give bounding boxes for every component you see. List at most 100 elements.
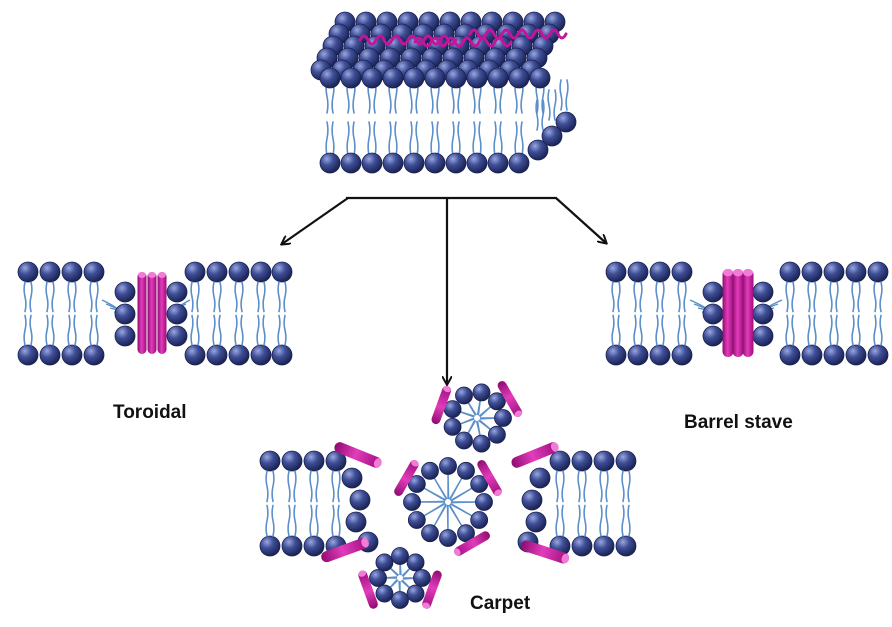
lipid-head	[61, 344, 83, 366]
lipid-tail	[95, 281, 99, 313]
lipid-tail	[561, 470, 565, 503]
lipid-tail	[51, 314, 55, 346]
lipid-head	[867, 261, 889, 283]
lipid-tail	[29, 314, 33, 346]
lipid-tail	[835, 281, 839, 313]
lipid-head	[39, 261, 61, 283]
lipid-head	[349, 489, 371, 511]
lipid-tail	[807, 314, 811, 346]
lipid-tail	[436, 121, 440, 156]
lipid-head	[752, 325, 774, 347]
lipid-tail	[277, 314, 281, 346]
lipid-head	[529, 67, 551, 89]
lipid-head	[413, 569, 431, 587]
lipid-tail	[240, 281, 244, 313]
lipid-head	[752, 281, 774, 303]
lipid-head	[488, 425, 506, 444]
lipid-head	[702, 325, 724, 347]
lipid-head	[281, 535, 303, 557]
lipid-tail	[67, 314, 71, 346]
label-toroidal: Toroidal	[113, 402, 187, 423]
lipid-tail	[218, 314, 222, 346]
peptide-helix	[157, 272, 167, 354]
lipid-head	[823, 261, 845, 283]
lipid-micelle	[394, 457, 502, 556]
peptide-helix	[511, 442, 559, 468]
lipid-head	[61, 261, 83, 283]
lipid-tail	[829, 281, 833, 313]
lipid-tail	[791, 281, 795, 313]
lipid-head	[487, 67, 509, 89]
lipid-tail	[493, 121, 497, 156]
lipid-head	[457, 524, 475, 543]
lipid-head	[406, 553, 425, 572]
lipid-tail	[627, 504, 631, 537]
peptide-helix	[321, 537, 369, 563]
lipid-tail	[262, 314, 266, 346]
lipid-tail	[655, 281, 659, 313]
lipid-tail	[196, 314, 200, 346]
lipid-tail	[331, 504, 335, 537]
lipid-head	[615, 535, 637, 557]
lipid-head	[571, 450, 593, 472]
lipid-head	[508, 67, 530, 89]
lipid-head	[571, 535, 593, 557]
peptide-helix	[431, 385, 452, 425]
lipid-tail	[325, 121, 329, 156]
peptide-helix	[453, 531, 490, 556]
lipid-tail	[388, 121, 392, 156]
label-barrel-stave: Barrel stave	[684, 412, 793, 433]
lipid-tail	[661, 281, 665, 313]
lipid-tail	[212, 281, 216, 313]
lipid-tail	[514, 121, 518, 156]
peptide-helix	[137, 272, 147, 354]
lipid-head	[114, 303, 136, 325]
lipid-head	[702, 281, 724, 303]
peptide-helix	[147, 272, 157, 354]
surface-peptide	[468, 28, 568, 40]
lipid-tail	[605, 470, 609, 503]
lipid-tail	[240, 314, 244, 346]
lipid-head	[271, 261, 293, 283]
lipid-head	[319, 67, 341, 89]
lipid-head	[345, 511, 367, 533]
lipid-head	[649, 344, 671, 366]
lipid-head	[114, 325, 136, 347]
lipid-tail	[611, 281, 615, 313]
lipid-tail	[309, 470, 313, 503]
lipid-tail	[583, 470, 587, 503]
lipid-head	[470, 475, 489, 493]
lipid-tail	[472, 121, 476, 156]
lipid-micelle	[358, 547, 442, 609]
lipid-head	[228, 261, 250, 283]
lipid-head	[421, 461, 439, 480]
lipid-tail	[287, 470, 291, 503]
lipid-head	[341, 467, 363, 489]
lipid-tail	[287, 504, 291, 537]
lipid-tail	[271, 504, 275, 537]
lipid-head	[867, 344, 889, 366]
lipid-head	[527, 139, 549, 161]
lipid-tail	[541, 99, 545, 131]
lipid-tail	[851, 314, 855, 346]
peptide-helix	[358, 570, 378, 609]
lipid-head	[403, 152, 425, 174]
lipid-head	[439, 457, 457, 475]
peptide-helix	[334, 442, 382, 468]
lipid-head	[228, 344, 250, 366]
lipid-tail	[337, 504, 341, 537]
lipid-tail	[791, 314, 795, 346]
lipid-head	[403, 67, 425, 89]
lipid-head	[407, 511, 426, 529]
peptide-helix	[732, 269, 744, 357]
lipid-tail	[873, 314, 877, 346]
lipid-tail	[873, 281, 877, 313]
lipid-tail	[265, 470, 269, 503]
lipid-head	[615, 450, 637, 472]
lipid-tail	[315, 470, 319, 503]
lipid-head	[605, 344, 627, 366]
lipid-tail	[293, 470, 297, 503]
lipid-tail	[785, 314, 789, 346]
peptide-helix	[722, 269, 734, 357]
lipid-head	[443, 417, 462, 436]
